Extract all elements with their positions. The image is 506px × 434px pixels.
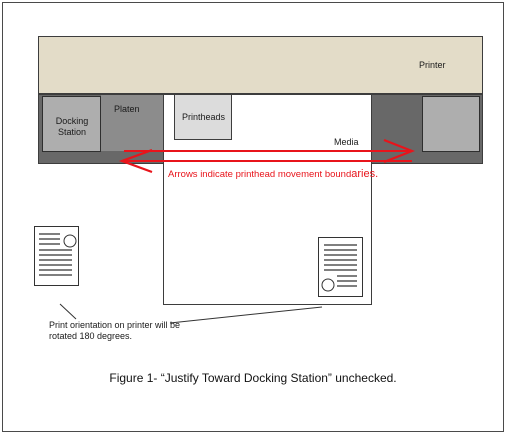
- docking-station-label: Docking Station: [55, 116, 89, 137]
- platen-area: [101, 95, 164, 151]
- orientation-leader-left: [59, 303, 77, 320]
- printheads-label: Printheads: [182, 112, 226, 122]
- arrow-note-tail: aries.: [351, 168, 379, 180]
- orientation-note: Print orientation on printer will be rot…: [49, 320, 181, 341]
- arrow-note-main: Arrows indicate printhead movement bound: [168, 169, 352, 180]
- printer-label: Printer: [419, 60, 446, 70]
- document-icon: [34, 226, 79, 286]
- docking-station: [42, 96, 101, 152]
- media-label: Media: [334, 137, 359, 147]
- orientation-leader-right: [169, 306, 323, 324]
- right-end-station: [422, 96, 480, 152]
- document-icon-rotated: [318, 237, 363, 297]
- figure-caption: Figure 1- “Justify Toward Docking Statio…: [109, 371, 397, 385]
- arrow-note: Arrows indicate printhead movement bound…: [168, 168, 379, 181]
- printer-body: Printer: [38, 36, 483, 94]
- left-right-double-arrow-icon: [118, 138, 416, 174]
- printheads: [174, 94, 232, 140]
- platen-label: Platen: [114, 104, 140, 114]
